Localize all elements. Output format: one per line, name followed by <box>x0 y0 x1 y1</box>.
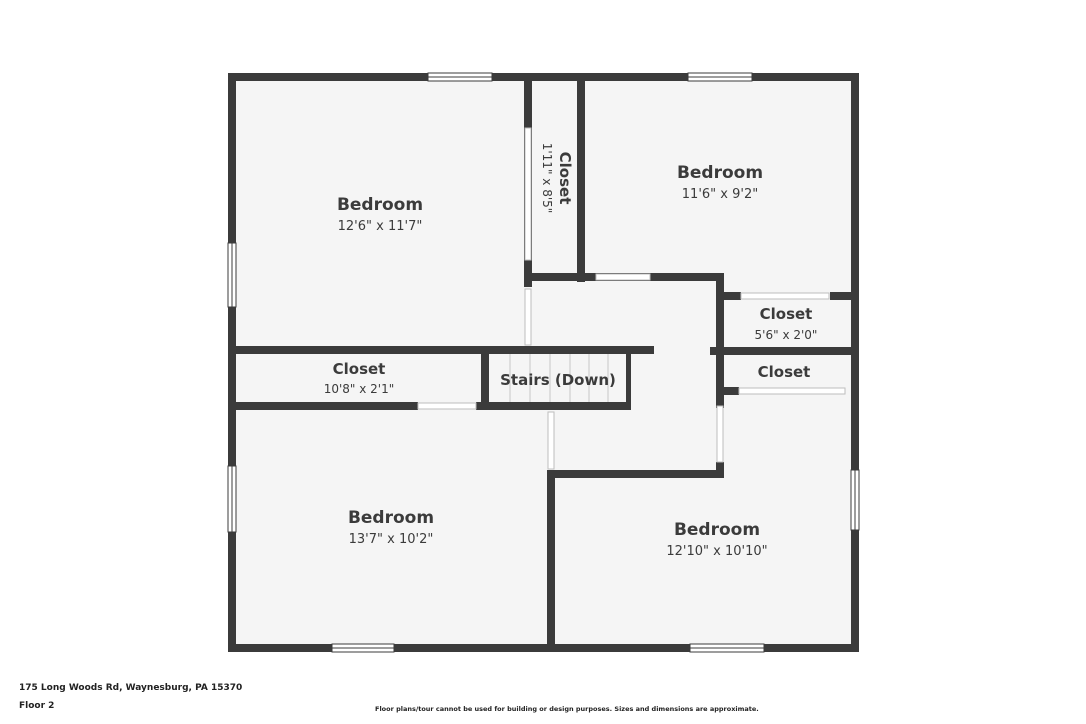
wall-exterior-top <box>228 73 859 81</box>
room-name-stairs: Stairs (Down) <box>500 371 616 389</box>
window-left-upper <box>227 242 237 308</box>
window-right <box>850 469 860 531</box>
window-bottom-right <box>689 643 765 653</box>
wall-closet-right-bottom <box>724 387 739 395</box>
wall-closet-bottom <box>524 273 585 281</box>
room-name-bedroom-3: Bedroom <box>348 508 434 528</box>
doorway-bedroom4 <box>716 405 724 463</box>
room-name-bedroom-1: Bedroom <box>337 195 423 215</box>
doorway-bedroom1 <box>524 288 532 346</box>
doorway-closet-5x2 <box>740 292 830 300</box>
wall-closet-10x2-bottom <box>232 402 418 410</box>
doorway-bedroom3 <box>547 411 555 470</box>
room-dim-bedroom-1: 12'6" x 11'7" <box>338 219 423 234</box>
windows <box>227 72 860 653</box>
room-name-closet-right: Closet <box>758 363 811 381</box>
room-dim-closet-10x2: 10'8" x 2'1" <box>324 382 395 396</box>
wall-exterior-right <box>851 73 859 652</box>
room-dim-bedroom-4: 12'10" x 10'10" <box>666 544 767 559</box>
wall-bedroom1-bottom <box>232 346 654 354</box>
wall-pillar <box>716 462 724 478</box>
wall-stairs-left <box>481 346 489 410</box>
stair-treads <box>509 354 609 402</box>
property-address: 175 Long Woods Rd, Waynesburg, PA 15370 <box>19 683 243 693</box>
wall-closet-10x2-bottom-right <box>476 402 630 410</box>
floor-area <box>232 77 855 648</box>
doorway-closet-10x2 <box>417 402 477 410</box>
wall-bedroom4-top <box>547 470 724 478</box>
wall-hall-right <box>716 273 724 408</box>
wall-bedroom3-right <box>547 470 555 652</box>
wall-closet-right <box>577 77 585 282</box>
window-left-lower <box>227 465 237 533</box>
wall-stairs-right <box>626 346 631 410</box>
room-dim-closet-5x2: 5'6" x 2'0" <box>755 328 818 342</box>
doorway-closet-right <box>738 387 846 395</box>
window-top-left <box>427 72 493 82</box>
room-name-closet-5x2: Closet <box>760 305 813 323</box>
room-name-closet-tall: Closet <box>556 152 574 205</box>
room-dim-bedroom-2: 11'6" x 9'2" <box>682 187 758 202</box>
room-name-bedroom-4: Bedroom <box>674 520 760 540</box>
room-name-bedroom-2: Bedroom <box>677 163 763 183</box>
wall-bedroom2-bottom-right <box>830 292 855 300</box>
room-name-closet-10x2: Closet <box>333 360 386 378</box>
floor-label: Floor 2 <box>19 701 55 711</box>
room-dim-bedroom-3: 13'7" x 10'2" <box>349 532 434 547</box>
wall-exterior-left <box>228 73 236 652</box>
wall-exterior-bottom <box>228 644 859 652</box>
doorway-bedroom2 <box>595 273 651 281</box>
window-top-right <box>687 72 753 82</box>
disclaimer-text: Floor plans/tour cannot be used for buil… <box>375 705 759 713</box>
doorway-closet-side <box>524 127 532 261</box>
wall-closet-5x2-top <box>716 292 741 300</box>
window-bottom-left <box>331 643 395 653</box>
wall-closet-5x2-bottom <box>710 347 855 355</box>
doorways <box>417 127 846 470</box>
room-labels: Bedroom 12'6" x 11'7" Closet 1'11" x 8'5… <box>324 143 818 559</box>
room-dim-closet-tall: 1'11" x 8'5" <box>540 143 554 214</box>
